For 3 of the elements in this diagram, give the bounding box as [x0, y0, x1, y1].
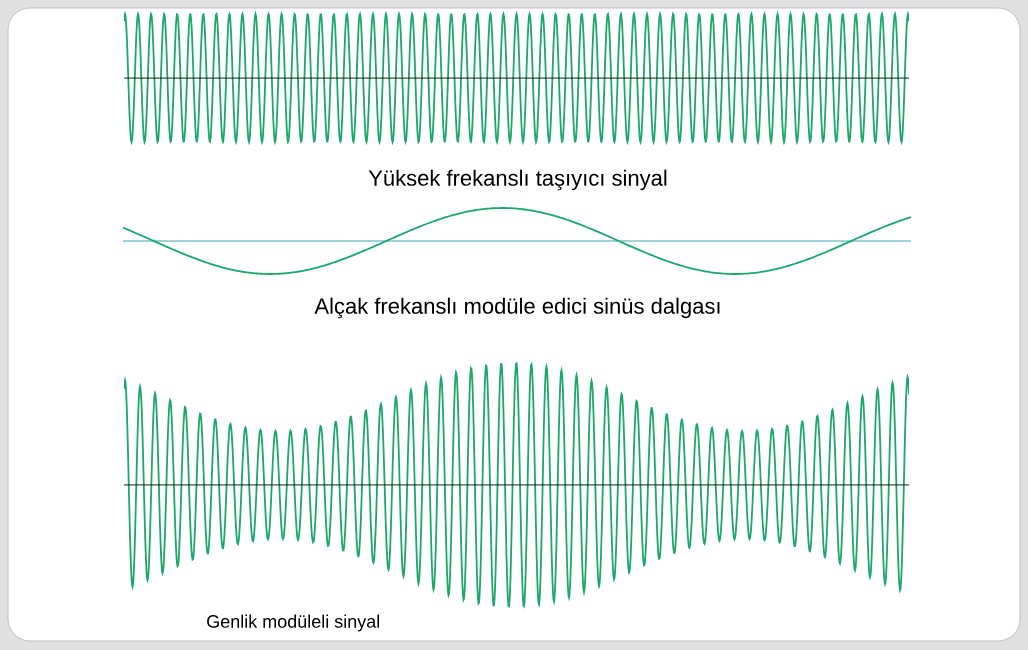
caption: Alçak frekanslı modüle edici sinüs dalgası	[314, 297, 720, 319]
caption: Yüksek frekanslı taşıyıcı sinyal	[368, 169, 667, 191]
caption: Genlik modüleli sinyal	[207, 614, 380, 632]
